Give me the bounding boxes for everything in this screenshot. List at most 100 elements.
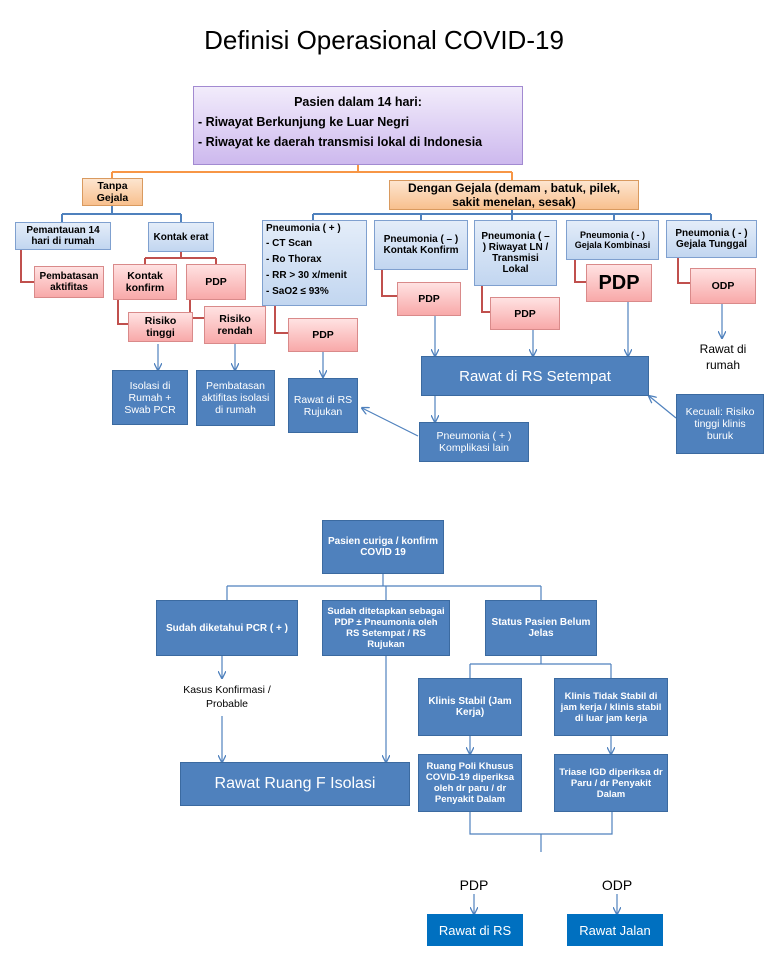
connector-kontak-konfirm: [117, 300, 128, 325]
pneumonia-kombinasi-label: Pneumonia ( - ) Gejala Kombinasi: [574, 230, 651, 250]
kontak-konfirm-box: Kontak konfirm: [113, 264, 177, 300]
pdp-kontak-label: PDP: [205, 276, 227, 288]
connector-top-branch: [111, 165, 513, 180]
klinis-stabil-label: Klinis Stabil (Jam Kerja): [428, 696, 512, 718]
rawat-jalan-box: Rawat Jalan: [567, 914, 663, 946]
rawat-rs-label: Rawat di RS: [438, 922, 512, 938]
connector-pemantauan: [20, 250, 34, 283]
pdp-bottom-text: PDP: [452, 876, 496, 894]
arrow-kecuali-setempat: [649, 396, 677, 419]
pneumonia-kontak-label: Pneumonia ( – ) Kontak Konfirm: [383, 234, 459, 256]
pdp-pneumonia-box: PDP: [288, 318, 358, 352]
criteria-box: Pasien dalam 14 hari: - Riwayat Berkunju…: [193, 86, 523, 165]
kecuali-box: Kecuali: Risiko tinggi klinis buruk: [676, 394, 764, 454]
pcr-label: Sudah diketahui PCR ( + ): [166, 622, 288, 634]
rawat-setempat-label: Rawat di RS Setempat: [459, 367, 611, 385]
pdp-pk-box: PDP: [397, 282, 461, 316]
pasien-curiga-box: Pasien curiga / konfirm COVID 19: [322, 520, 444, 574]
connector-belum-jelas: [469, 656, 612, 678]
kasus-konfirmasi-label: Kasus Konfirmasi / Probable: [183, 684, 271, 710]
connector-pneumonia-kontak: [381, 270, 397, 297]
rawat-setempat-box: Rawat di RS Setempat: [421, 356, 649, 396]
pdp-big-box: PDP: [586, 264, 652, 302]
rawat-rujukan-label: Rawat di RS Rujukan: [293, 393, 353, 418]
ruang-poli-box: Ruang Poli Khusus COVID-19 diperiksa ole…: [418, 754, 522, 812]
tanpa-gejala-box: Tanpa Gejala: [82, 178, 143, 206]
risiko-rendah-box: Risiko rendah: [204, 306, 266, 344]
connector-dengan: [312, 210, 712, 220]
kecuali-label: Kecuali: Risiko tinggi klinis buruk: [685, 406, 755, 442]
odp-label: ODP: [711, 280, 735, 292]
rawat-isolasi-box: Rawat Ruang F Isolasi: [180, 762, 410, 806]
kontak-erat-box: Kontak erat: [148, 222, 214, 252]
pneumonia-plus-item: - SaO2 ≤ 93%: [266, 286, 329, 297]
triase-box: Triase IGD diperiksa dr Paru / dr Penyak…: [554, 754, 668, 812]
pdp-pr-box: PDP: [490, 297, 560, 330]
pneumonia-plus-item: - Ro Thorax: [266, 254, 322, 265]
connector-pneumonia-riwayat: [481, 286, 490, 313]
triase-label: Triase IGD diperiksa dr Paru / dr Penyak…: [559, 766, 663, 800]
komplikasi-label: Pneumonia ( + ) Komplikasi lain: [436, 430, 512, 454]
pdp-pr-label: PDP: [514, 307, 536, 320]
criteria-header: Pasien dalam 14 hari:: [294, 95, 422, 109]
pneumonia-plus-item: - RR > 30 x/menit: [266, 270, 347, 281]
odp-box: ODP: [690, 268, 756, 304]
pneumonia-plus-item: - CT Scan: [266, 238, 313, 249]
connector-kontak-erat: [144, 252, 217, 264]
rawat-rujukan-box: Rawat di RS Rujukan: [288, 378, 358, 433]
komplikasi-box: Pneumonia ( + ) Komplikasi lain: [419, 422, 529, 462]
pasien-curiga-label: Pasien curiga / konfirm COVID 19: [327, 536, 439, 558]
rawat-isolasi-label: Rawat Ruang F Isolasi: [214, 775, 376, 792]
klinis-tidak-stabil-box: Klinis Tidak Stabil di jam kerja / klini…: [554, 678, 668, 736]
ruang-poli-label: Ruang Poli Khusus COVID-19 diperiksa ole…: [425, 761, 515, 805]
ditetapkan-label: Sudah ditetapkan sebagai PDP ± Pneumonia…: [327, 606, 445, 650]
risiko-rendah-label: Risiko rendah: [217, 313, 253, 337]
pdp-pneumonia-label: PDP: [312, 329, 334, 341]
kontak-erat-label: Kontak erat: [153, 231, 209, 243]
kasus-konfirmasi-text: Kasus Konfirmasi / Probable: [170, 684, 284, 711]
klinis-tidak-stabil-label: Klinis Tidak Stabil di jam kerja / klini…: [560, 690, 662, 724]
tanpa-gejala-label: Tanpa Gejala: [96, 180, 129, 204]
pemantauan-box: Pemantauan 14 hari di rumah: [15, 222, 111, 250]
pembatasan-aktifitas-box: Pembatasan aktifitas: [34, 266, 104, 298]
isolasi-rumah-label: Isolasi di Rumah + Swab PCR: [124, 379, 176, 416]
odp-bottom-label: ODP: [601, 877, 633, 893]
pneumonia-kombinasi-box: Pneumonia ( - ) Gejala Kombinasi: [566, 220, 659, 260]
pdp-pk-label: PDP: [418, 293, 440, 305]
belum-jelas-box: Status Pasien Belum Jelas: [485, 600, 597, 656]
rawat-rumah-label: Rawat di rumah: [699, 342, 747, 372]
risiko-tinggi-label: Risiko tinggi: [144, 315, 177, 339]
pcr-box: Sudah diketahui PCR ( + ): [156, 600, 298, 656]
dengan-gejala-box: Dengan Gejala (demam , batuk, pilek, sak…: [389, 180, 639, 210]
pembatasan-isolasi-label: Pembatasan aktifitas isolasi di rumah: [201, 380, 270, 416]
rawat-rs-box: Rawat di RS: [427, 914, 523, 946]
pneumonia-tunggal-box: Pneumonia ( - ) Gejala Tunggal: [666, 220, 757, 258]
pdp-big-label: PDP: [598, 271, 640, 294]
pneumonia-riwayat-box: Pneumonia ( – ) Riwayat LN / Transmisi L…: [474, 220, 557, 286]
pembatasan-aktifitas-label: Pembatasan aktifitas: [39, 271, 99, 293]
page-title: Definisi Operasional COVID-19: [204, 25, 564, 55]
connector-merge: [469, 812, 613, 852]
odp-bottom-text: ODP: [595, 876, 639, 894]
ditetapkan-box: Sudah ditetapkan sebagai PDP ± Pneumonia…: [322, 600, 450, 656]
pneumonia-riwayat-label: Pneumonia ( – ) Riwayat LN / Transmisi L…: [481, 231, 550, 275]
connector-pneumonia-plus: [274, 306, 288, 334]
criteria-item: - Riwayat Berkunjung ke Luar Negri: [198, 115, 410, 129]
rawat-jalan-label: Rawat Jalan: [579, 922, 651, 938]
connector-curiga: [226, 574, 542, 600]
dengan-gejala-label: Dengan Gejala (demam , batuk, pilek, sak…: [407, 181, 621, 209]
pneumonia-plus-header: Pneumonia ( + ): [266, 223, 341, 234]
belum-jelas-label: Status Pasien Belum Jelas: [491, 617, 591, 639]
connector-tanpa: [61, 206, 182, 222]
pembatasan-isolasi-box: Pembatasan aktifitas isolasi di rumah: [196, 370, 275, 426]
connector-tunggal: [677, 258, 690, 284]
klinis-stabil-box: Klinis Stabil (Jam Kerja): [418, 678, 522, 736]
risiko-tinggi-box: Risiko tinggi: [128, 312, 193, 342]
pneumonia-plus-box: Pneumonia ( + ) - CT Scan - Ro Thorax - …: [262, 220, 367, 306]
pdp-kontak-box: PDP: [186, 264, 246, 300]
arrow-komplikasi-rujukan: [362, 408, 419, 437]
rawat-rumah-text: Rawat di rumah: [690, 342, 756, 373]
kontak-konfirm-label: Kontak konfirm: [125, 270, 165, 294]
pneumonia-tunggal-label: Pneumonia ( - ) Gejala Tunggal: [675, 228, 748, 250]
